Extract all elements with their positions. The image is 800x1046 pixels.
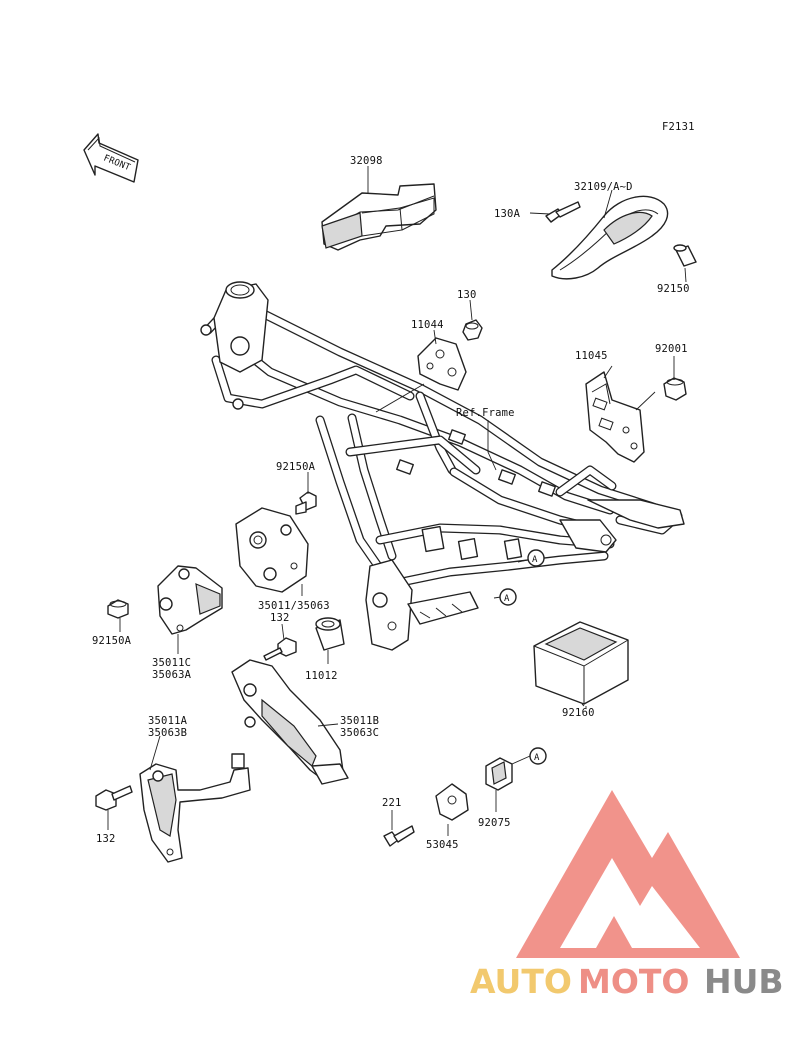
bolt-92150A-left-icon (107, 599, 129, 619)
part-32098-cover (321, 183, 437, 251)
part-35011C-bracket (157, 565, 223, 635)
label-221: 221 (382, 797, 402, 809)
label-32098: 32098 (350, 155, 383, 167)
label-130A: 130A (494, 208, 521, 220)
label-92160: 92160 (562, 707, 595, 719)
label-92075: 92075 (478, 817, 511, 829)
leader-lines (107, 166, 687, 836)
clamp-53045-icon (435, 783, 469, 821)
label-ref-frame: Ref.Frame (456, 407, 515, 419)
part-35011-35063-bracket (235, 507, 309, 593)
screw-221-icon (383, 825, 415, 847)
nut-130-icon (462, 319, 483, 341)
ref-a2-label: A (504, 594, 510, 604)
part-35011B-bracket (231, 659, 349, 785)
label-53045: 53045 (426, 839, 459, 851)
label-92150A-top: 92150A (276, 461, 316, 473)
grommet-11012-icon (315, 617, 345, 651)
ref-circle-a2 (499, 588, 517, 606)
watermark-logo-icon (516, 790, 740, 958)
label-11044: 11044 (411, 319, 444, 331)
nut-92001-icon (663, 377, 687, 401)
label-11045: 11045 (575, 350, 608, 362)
front-arrow-icon: FRONT (83, 133, 139, 183)
bolt-92150A-top-icon (295, 491, 317, 515)
label-35063C: 35063C (340, 727, 379, 739)
figure-code: F2131 (662, 121, 695, 133)
main-frame (200, 281, 685, 651)
part-32109-guard (551, 195, 669, 280)
ref-circle-a3 (529, 747, 547, 765)
label-132-low: 132 (96, 833, 116, 845)
label-35011-35063: 35011/35063 (258, 600, 330, 612)
ref-circle-a1 (527, 549, 545, 567)
label-92150: 92150 (657, 283, 690, 295)
damper-92075-icon (485, 757, 513, 791)
part-35011A-bracket (139, 753, 251, 863)
label-132-mid: 132 (270, 612, 290, 624)
part-92160-battery-case (533, 621, 629, 705)
label-35011B: 35011B (340, 715, 379, 727)
watermark-auto: AUTO (470, 962, 572, 1001)
label-92150A-left: 92150A (92, 635, 132, 647)
label-130: 130 (457, 289, 477, 301)
ref-a3-label: A (534, 753, 540, 763)
bolt-130A-icon (545, 201, 581, 223)
part-11044-plate (417, 337, 467, 391)
watermark-moto: MOTO (578, 962, 689, 1001)
ref-a1-label: A (532, 555, 538, 565)
label-35011A: 35011A (148, 715, 188, 727)
label-35063B: 35063B (148, 727, 187, 739)
label-35063A: 35063A (152, 669, 192, 681)
collar-92150-icon (673, 244, 697, 267)
label-92001: 92001 (655, 343, 688, 355)
label-11012: 11012 (305, 670, 338, 682)
watermark-text: AUTO MOTO HUB (470, 962, 784, 1001)
bolt-132-low-icon (95, 785, 133, 811)
watermark-hub: HUB (704, 962, 784, 1001)
part-11045-bracket (585, 371, 645, 463)
bolt-132-mid-icon (263, 637, 297, 661)
label-35011C: 35011C (152, 657, 191, 669)
label-32109: 32109/A~D (574, 181, 633, 193)
